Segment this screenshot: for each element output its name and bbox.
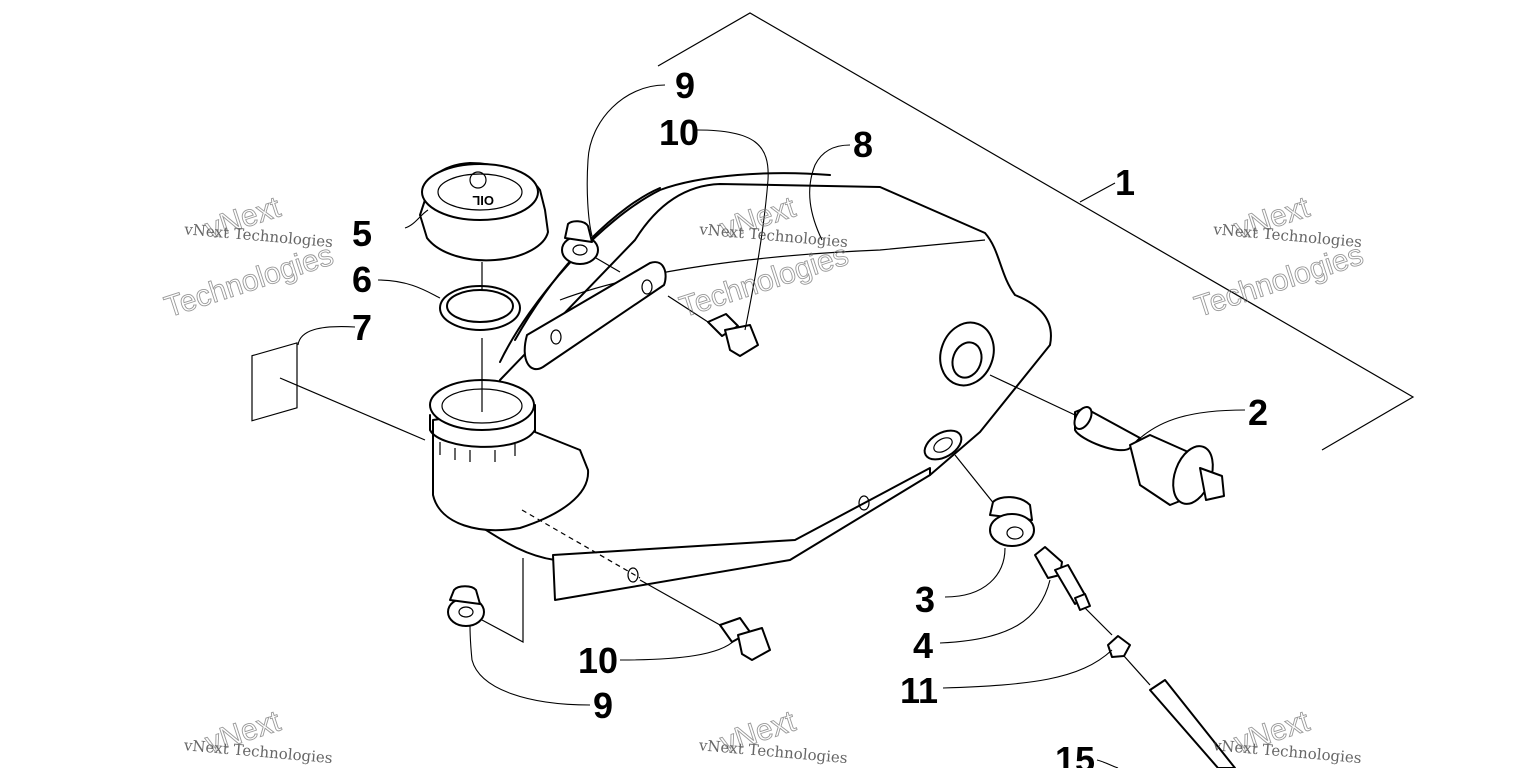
- hose-clamp-part: [1107, 635, 1151, 686]
- watermark-bottom-right: vNext vNext Technologies: [1211, 704, 1362, 767]
- watermark-top-left: vNext vNext Technologies Technologies: [160, 190, 338, 325]
- watermark-bottom-left: vNext vNext Technologies: [182, 704, 333, 767]
- callout-3: 3: [915, 579, 935, 620]
- lower-dashed-axis: [521, 509, 641, 579]
- callout-15: 15: [1055, 739, 1095, 768]
- upper-bolt-axis: [595, 257, 621, 273]
- watermark-top-right: vNext vNext Technologies Technologies: [1190, 190, 1368, 324]
- callout-10-lower: 10: [578, 640, 618, 681]
- callout-8: 8: [853, 124, 873, 165]
- callout-9-lower: 9: [593, 685, 613, 726]
- decal-part: [251, 342, 298, 422]
- bolt-upper-part: [667, 295, 759, 357]
- assembly-bracket-line: [657, 12, 1415, 451]
- grommet-part: [954, 454, 1035, 547]
- watermark-bottom-center: vNext vNext Technologies: [697, 704, 848, 767]
- oil-hose-part: [1149, 679, 1236, 768]
- oil-tank-part: [429, 172, 1052, 601]
- callouts: 1 2 3 4 5 6 7 8 9 10 10 9 11 15: [352, 65, 1268, 768]
- callout-10-upper: 10: [659, 112, 699, 153]
- svg-text:Technologies: Technologies: [1191, 238, 1368, 324]
- gasket-ring-part: [439, 285, 521, 331]
- flange-nut-lower-part: [447, 585, 485, 627]
- callout-11: 11: [900, 670, 938, 711]
- callout-5: 5: [352, 213, 372, 254]
- cap-oil-label: OIL: [472, 193, 494, 208]
- flange-nut-upper-part: [561, 220, 599, 265]
- bolt-lower-part: [639, 579, 771, 661]
- callout-1: 1: [1115, 162, 1135, 203]
- hose-fitting-part: [1034, 546, 1113, 636]
- svg-text:Technologies: Technologies: [161, 239, 338, 325]
- leader-lines: [297, 84, 1246, 768]
- callout-2: 2: [1248, 392, 1268, 433]
- callout-9-upper: 9: [675, 65, 695, 106]
- lower-nut-axis: [481, 558, 524, 644]
- callout-7: 7: [352, 307, 372, 348]
- filler-cap-part: OIL: [419, 162, 549, 262]
- callout-4: 4: [913, 625, 933, 666]
- oil-level-sensor-part: [989, 374, 1225, 506]
- callout-6: 6: [352, 259, 372, 300]
- decal-centerline: [279, 377, 426, 441]
